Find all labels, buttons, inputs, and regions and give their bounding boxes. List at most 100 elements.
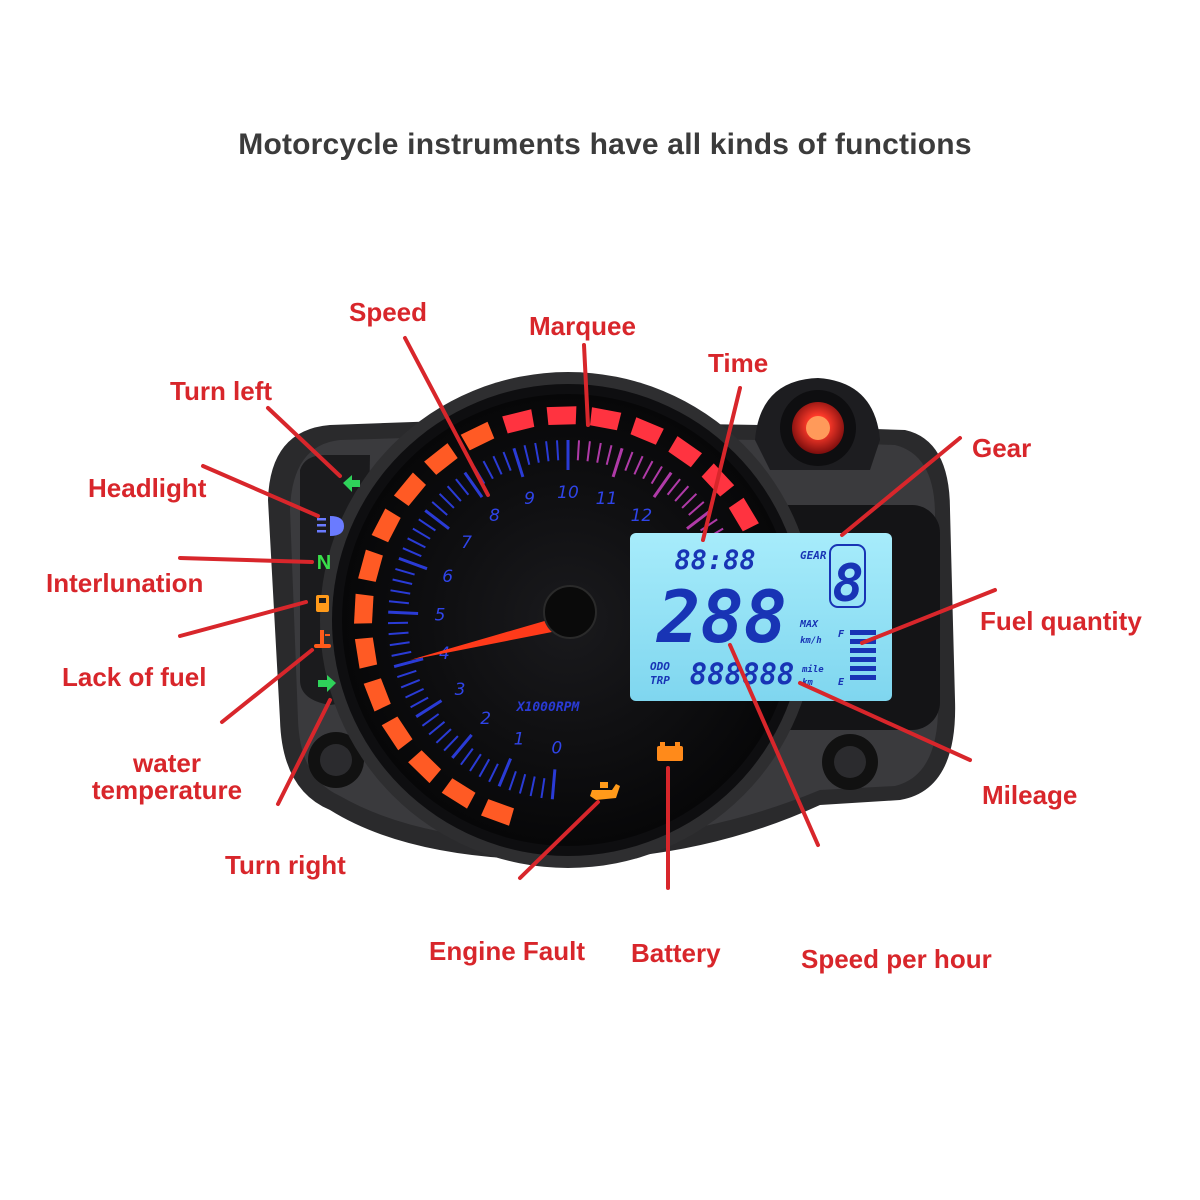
tach-tick	[642, 460, 654, 480]
label-headlight: Headlight	[88, 473, 207, 503]
tach-tick	[652, 471, 673, 498]
tach-tick	[688, 501, 705, 516]
tach-number: 7	[461, 533, 472, 553]
needle	[410, 585, 597, 660]
line-speed	[403, 336, 490, 497]
marquee-segment	[590, 407, 622, 431]
line-turn-right	[276, 698, 332, 806]
tach-number: 6	[442, 567, 453, 587]
label-mileage: Mileage	[982, 780, 1078, 810]
tach-tick	[392, 578, 413, 585]
tach-tick	[428, 721, 446, 736]
tach-tick	[529, 776, 536, 797]
tach-tick	[388, 600, 410, 605]
label-gear: Gear	[972, 433, 1032, 463]
lcd-mile: mile	[801, 664, 824, 675]
tach-unit: X1000RPM	[516, 700, 581, 715]
neutral-icon: N	[317, 552, 331, 574]
tach-tick	[455, 478, 470, 496]
line-speed-per-hour	[728, 643, 820, 847]
label-water-line1: water	[133, 748, 201, 778]
tach-tick	[405, 687, 425, 699]
tach-tick	[502, 451, 512, 471]
tach-tick	[424, 509, 450, 530]
tach-tick	[556, 440, 560, 461]
tach-tick	[586, 441, 591, 462]
tach-tick	[650, 465, 663, 485]
lcd-time: 88:88	[674, 545, 755, 576]
label-battery: Battery	[631, 938, 721, 968]
tach-tick	[451, 733, 473, 759]
marquee-segment	[363, 678, 391, 712]
label-speed-per-hour: Speed per hour	[801, 944, 992, 974]
callout-lines	[178, 336, 997, 890]
tach-tick	[410, 696, 429, 709]
tach-tick	[400, 678, 421, 689]
tach-tick	[407, 537, 426, 549]
tach-tick	[666, 478, 681, 496]
tach-tick	[463, 471, 484, 498]
tach-number: 0	[551, 739, 562, 759]
tach-tick	[488, 763, 499, 783]
marquee-segment	[354, 593, 374, 624]
tach-tick	[438, 493, 455, 509]
tach-number: 2	[480, 709, 491, 729]
tach-tick	[415, 699, 443, 718]
marquee-segment	[460, 421, 495, 451]
marquee-segment	[354, 637, 378, 669]
tach-tick	[446, 485, 462, 502]
lcd-kmh: km/h	[800, 636, 822, 646]
tach-tick	[391, 650, 412, 657]
tach-number: 1	[514, 729, 525, 749]
tach-tick	[624, 451, 634, 471]
tach-tick	[681, 493, 698, 509]
water-temperature-icon	[314, 630, 331, 648]
tach-tick	[508, 770, 517, 791]
label-engine-fault: Engine Fault	[429, 936, 585, 966]
lcd-km: km	[802, 678, 813, 688]
marquee-segment	[546, 406, 577, 425]
tach-tick	[460, 748, 474, 766]
lcd-gear-value: 8	[832, 554, 863, 614]
tach-tick	[398, 556, 428, 571]
tach-tick	[431, 501, 448, 516]
engine-fault-icon	[590, 782, 620, 800]
tach-tick	[534, 442, 540, 463]
tach-number: 9	[524, 489, 535, 509]
page-title: Motorcycle instruments have all kinds of…	[238, 128, 972, 161]
tach-tick	[393, 657, 424, 669]
tach-tick	[596, 442, 602, 463]
tach-tick	[435, 728, 452, 744]
tach-tick	[518, 773, 527, 794]
label-fuel-quantity: Fuel quantity	[980, 606, 1142, 636]
line-headlight	[201, 464, 320, 518]
tach-tick	[443, 735, 459, 752]
tach-tick	[421, 713, 440, 727]
tach-tick	[497, 758, 512, 787]
label-speed: Speed	[349, 297, 428, 327]
marquee-segment	[441, 778, 476, 809]
marquee-segment	[668, 436, 702, 468]
marquee-segment	[393, 472, 426, 506]
line-turn-left	[266, 406, 342, 478]
tach-tick	[478, 758, 491, 778]
tach-tick	[512, 447, 525, 478]
line-time	[701, 386, 742, 542]
tach-tick	[576, 440, 580, 461]
label-interlunation: Interlunation	[46, 568, 204, 598]
tach-tick	[540, 778, 546, 799]
label-time: Time	[708, 348, 769, 378]
tach-number: 8	[489, 506, 500, 526]
line-gear	[840, 436, 962, 537]
tach-number: 10	[557, 483, 579, 503]
tach-tick	[412, 527, 431, 540]
tach-tick	[550, 769, 557, 800]
turn-left-icon	[343, 475, 360, 492]
tach-number: 11	[596, 489, 618, 509]
lcd-odo: ODO	[650, 660, 670, 673]
marquee-segment	[408, 750, 442, 784]
line-fuel-quantity	[860, 588, 997, 645]
tach-tick	[390, 589, 411, 595]
tach-tick	[674, 485, 690, 502]
